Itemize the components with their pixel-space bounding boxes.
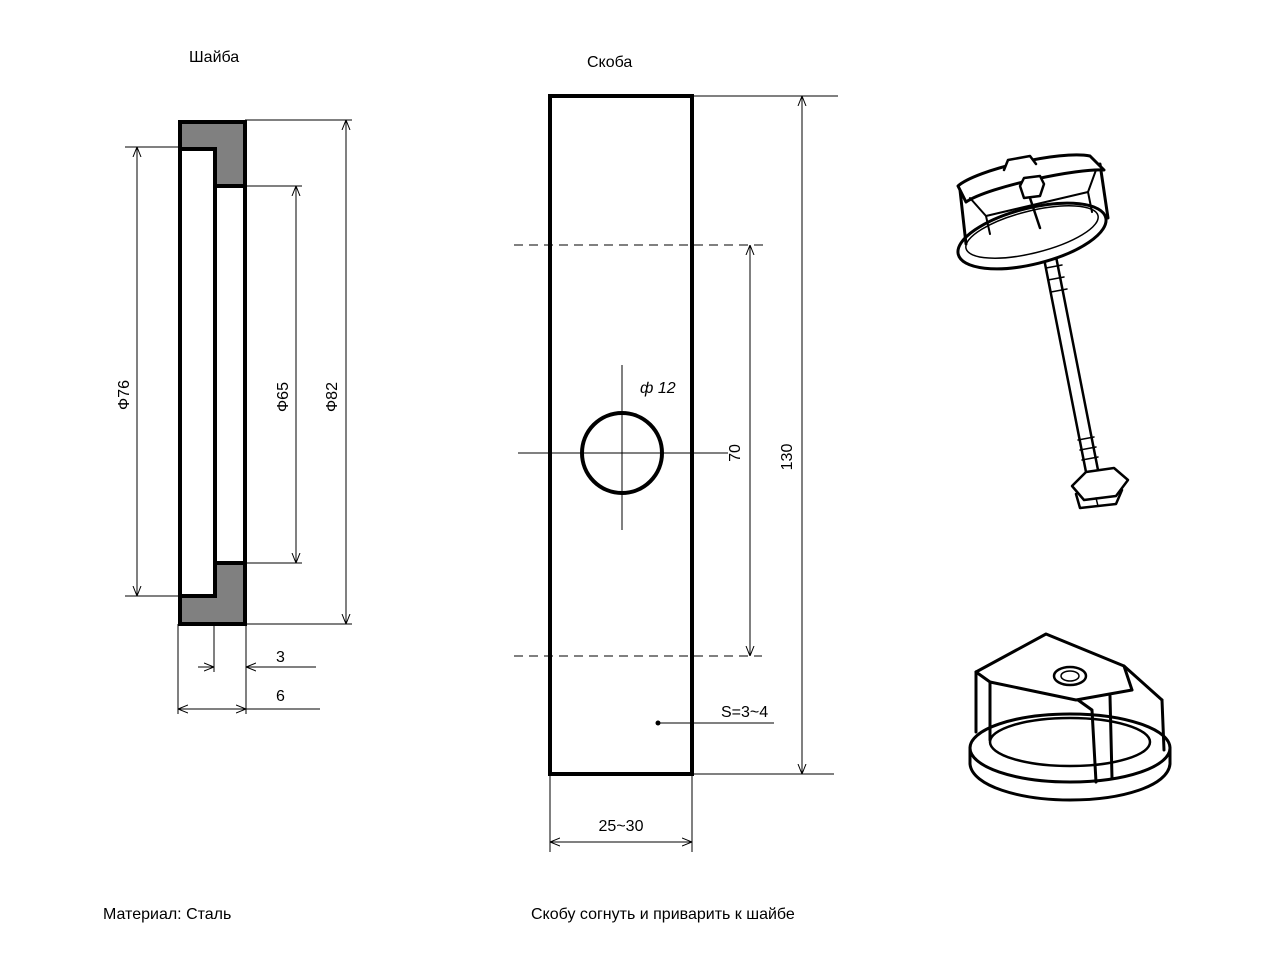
washer-bracket-illustration	[968, 632, 1172, 802]
dim-thickness: S=3~4	[721, 704, 768, 721]
bracket-outline	[548, 94, 694, 776]
dim-length: 130	[779, 444, 796, 471]
bracket-title: Скоба	[587, 54, 632, 71]
dim-step: 3	[276, 649, 285, 666]
dim-hole-diameter: ф 12	[640, 380, 676, 397]
dim-bend-distance: 70	[727, 444, 744, 462]
dim-inner-diameter: Ф65	[275, 382, 292, 412]
material-note: Материал: Сталь	[103, 906, 231, 923]
washer-bore-outline	[180, 147, 217, 598]
dim-outer-diameter: Ф82	[324, 382, 341, 412]
washer-section-top-fill	[180, 122, 245, 186]
dim-bore-diameter: Ф76	[116, 380, 133, 410]
washer-step-lines	[215, 184, 245, 565]
puller-assembly-illustration	[956, 153, 1130, 510]
washer-outline	[178, 120, 247, 626]
dim-bracket-width: 25~30	[599, 818, 644, 835]
washer-section: Шайба Ф82 Ф65 Ф76 3 6	[116, 49, 352, 714]
washer-section-bottom-fill	[180, 563, 245, 624]
assembly-instruction: Скобу согнуть и приварить к шайбе	[531, 906, 795, 923]
bracket-section: Скоба ф 12 130 70 25~30 S=3~4	[514, 54, 838, 852]
washer-title: Шайба	[189, 49, 239, 66]
dim-width: 6	[276, 688, 285, 705]
